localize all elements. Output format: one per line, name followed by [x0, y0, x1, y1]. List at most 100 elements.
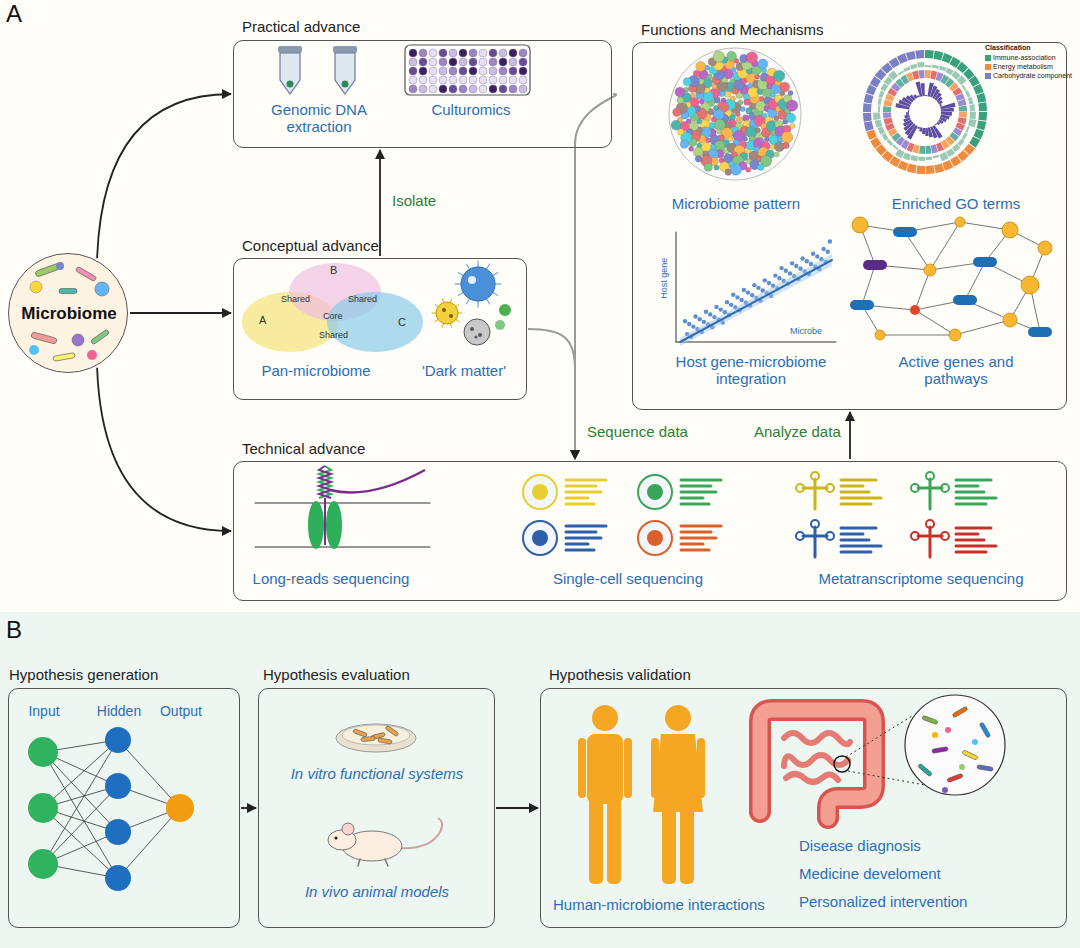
- ring-segment: [910, 155, 918, 161]
- item-label: Culturomics: [416, 101, 526, 118]
- ring-segment: [933, 51, 943, 61]
- ring-segment: [915, 50, 924, 59]
- rna-loop: [811, 472, 819, 480]
- data-point: [798, 267, 802, 271]
- output-neuron: [166, 794, 194, 822]
- read-bar: [566, 525, 606, 528]
- line: [467, 264, 470, 269]
- rna-loop: [941, 532, 949, 540]
- taxon: [677, 97, 684, 104]
- human-leg: [662, 798, 676, 884]
- connector: [849, 412, 851, 459]
- data-point: [698, 317, 702, 321]
- connector: [241, 807, 256, 809]
- well: [459, 58, 467, 66]
- well: [519, 58, 527, 66]
- bacterium: [75, 266, 97, 281]
- read-bar: [956, 479, 991, 482]
- read-bar: [566, 491, 601, 494]
- read-bar: [681, 543, 703, 546]
- input-neuron: [28, 849, 58, 879]
- line: [458, 293, 463, 296]
- ring-segment: [957, 99, 966, 106]
- ring-segment: [892, 144, 898, 150]
- data-point: [790, 261, 794, 265]
- ring-segment: [977, 120, 987, 130]
- edge-label: Sequence data: [585, 423, 690, 440]
- ring-segment: [965, 90, 970, 97]
- cell: [464, 319, 490, 345]
- data-point: [729, 303, 733, 307]
- data-point: [784, 269, 788, 273]
- ring-segment: [962, 132, 968, 139]
- taxon: [725, 169, 732, 176]
- read-bar: [681, 497, 703, 500]
- well: [409, 49, 417, 57]
- bacterium: [918, 763, 933, 776]
- well: [469, 49, 477, 57]
- dot: [468, 276, 476, 284]
- ring-segment: [925, 65, 932, 68]
- ring-segment: [945, 67, 953, 75]
- item-label: 'Dark matter': [409, 362, 519, 379]
- bacterium: [932, 732, 938, 738]
- ring-segment: [888, 70, 898, 80]
- taxon: [790, 123, 795, 128]
- taxon: [748, 83, 753, 88]
- item-label: Single-cell sequencing: [538, 570, 718, 587]
- network-link: [880, 335, 955, 336]
- ring-segment: [938, 100, 943, 104]
- dot: [442, 308, 446, 312]
- taxon: [764, 137, 769, 142]
- dot: [95, 282, 109, 296]
- bacterium: [945, 727, 951, 733]
- human-arm: [578, 738, 586, 798]
- ring-segment: [922, 128, 925, 134]
- taxon: [683, 78, 691, 86]
- annotation: Microbe: [790, 326, 822, 336]
- axis: [676, 232, 677, 342]
- item-label: Microbiome pattern: [651, 195, 821, 212]
- ring-segment: [952, 144, 960, 152]
- ring-segment: [978, 102, 987, 111]
- pore: [308, 501, 324, 549]
- read-bar: [566, 543, 588, 546]
- data-point: [683, 319, 687, 323]
- bacterium: [932, 747, 948, 754]
- ring-segment: [919, 146, 925, 154]
- taxon: [671, 120, 681, 130]
- read-bar: [681, 503, 709, 506]
- ring-segment: [961, 84, 966, 91]
- data-point: [714, 305, 718, 309]
- line: [495, 284, 501, 285]
- read-bar: [681, 531, 711, 534]
- item-label: Metatranscriptome sequencing: [811, 570, 1031, 587]
- well: [499, 85, 507, 93]
- nn-link: [43, 786, 118, 864]
- ring-segment: [932, 65, 939, 69]
- well: [509, 67, 517, 75]
- network-node: [949, 329, 961, 341]
- well: [479, 58, 487, 66]
- network-link: [915, 270, 930, 310]
- ring-segment: [946, 148, 955, 157]
- legend-swatch: [985, 55, 991, 61]
- taxon: [783, 142, 790, 149]
- well: [449, 76, 457, 84]
- read-bar: [841, 503, 871, 506]
- ring-segment: [925, 70, 931, 78]
- rna-loop: [796, 532, 804, 540]
- taxon: [716, 129, 721, 134]
- data-point: [815, 254, 819, 258]
- taxon: [744, 99, 751, 106]
- connector: [496, 807, 538, 809]
- well: [489, 76, 497, 84]
- taxon: [774, 152, 779, 157]
- dna-strand: [319, 466, 331, 498]
- ring-segment: [925, 50, 934, 59]
- cell-core: [532, 484, 548, 500]
- item-label: Input: [9, 703, 79, 719]
- ring-segment: [939, 65, 947, 71]
- data-point: [794, 264, 798, 268]
- legend-swatch: [985, 64, 991, 70]
